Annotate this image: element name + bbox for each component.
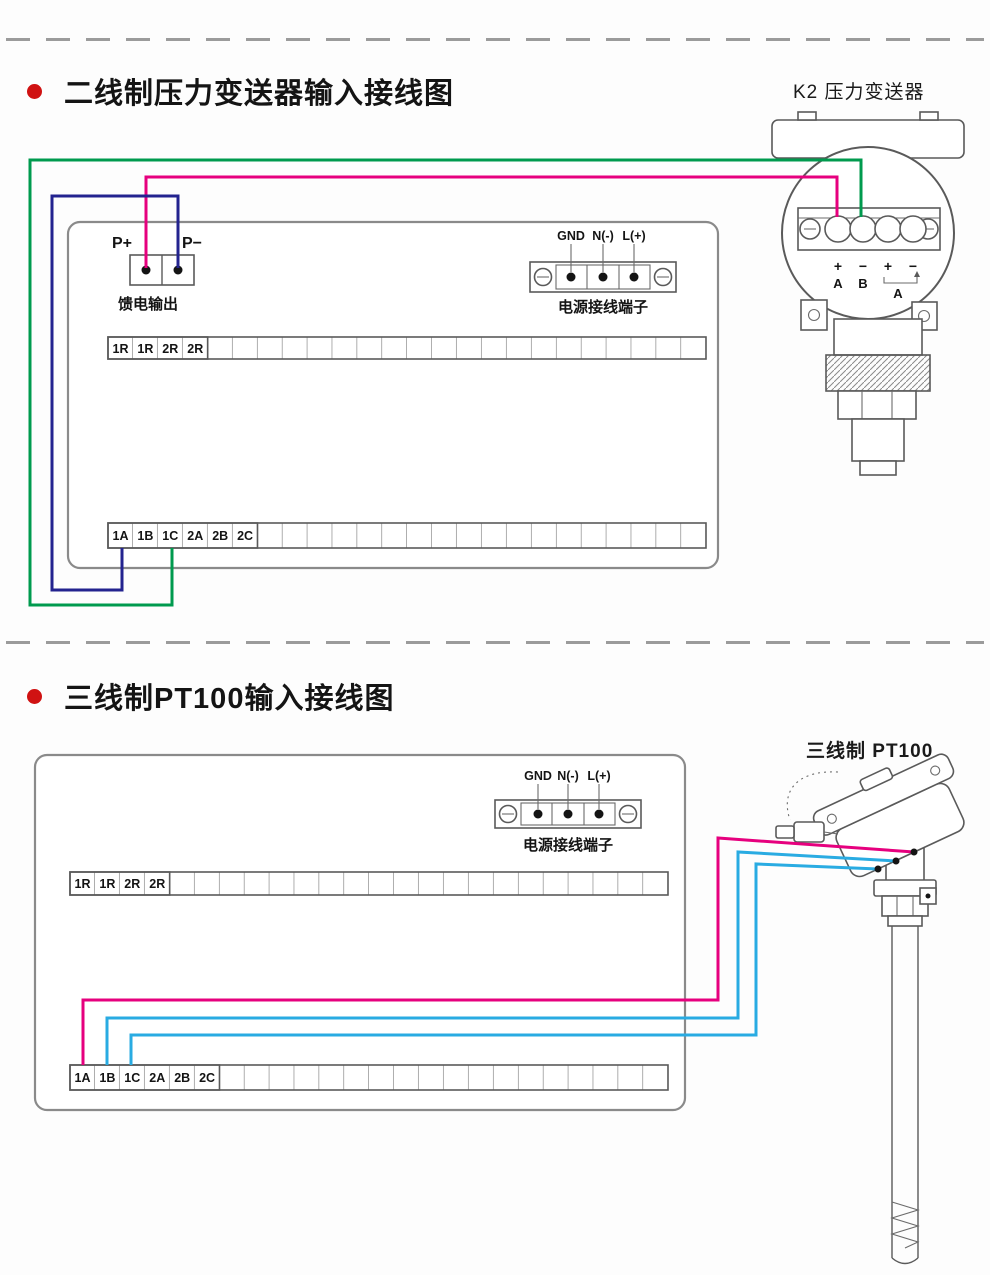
gnd-label: GND <box>557 229 585 243</box>
pt100-sensor <box>775 753 965 1265</box>
recorder-board <box>66 220 720 570</box>
dashed-separator-top <box>6 38 984 41</box>
strip-cell-label: 1R <box>99 877 115 891</box>
term-a2: A <box>893 286 903 301</box>
input-terminal-strip: 1A 1B 1C 2A 2B 2C <box>69 1064 669 1091</box>
relay-terminal-strip: 1R 1R 2R 2R <box>107 336 707 360</box>
term-minus2: − <box>909 258 917 274</box>
power-terminal-block: GND N(-) L(+) 电源接线端子 <box>529 229 677 316</box>
term-minus1: − <box>859 258 867 274</box>
head-terminal-dot <box>892 857 900 865</box>
section2-title: 三线制PT100输入接线图 <box>64 683 395 715</box>
n-label: N(-) <box>557 769 579 783</box>
feed-output-label: 馈电输出 <box>117 295 178 313</box>
head-terminal-dot <box>910 848 918 856</box>
p-minus-label: P− <box>182 235 202 252</box>
three-wire-pt100-diagram: GND N(-) L(+) 电源接线端子 1R 1R 2R <box>33 753 965 1265</box>
rtd-element <box>890 1201 920 1249</box>
wire-blue-b2 <box>129 862 879 1065</box>
n-label: N(-) <box>592 229 614 243</box>
input-terminal-strip: 1A 1B 1C 2A 2B 2C <box>107 522 707 549</box>
strip-cell-label: 2R <box>162 342 178 356</box>
l-label: L(+) <box>622 229 645 243</box>
term-a: A <box>833 276 843 291</box>
strip-cell-label: 1R <box>75 877 91 891</box>
section1-title: 二线制压力变送器输入接线图 <box>64 78 455 110</box>
strip-cell-label: 1A <box>75 1071 91 1085</box>
wire-navy-minus <box>50 194 180 592</box>
term-plus2: + <box>884 258 892 274</box>
strip-cell-label: 2A <box>149 1071 165 1085</box>
pt100-device-label: 三线制 PT100 <box>806 741 934 762</box>
strip-cell-label: 1C <box>124 1071 140 1085</box>
wire-green-output <box>28 158 863 607</box>
relay-terminal-strip: 1R 1R 2R 2R <box>69 871 669 896</box>
power-terminal-label: 电源接线端子 <box>558 298 648 316</box>
wire-magenta-a <box>81 836 915 1065</box>
bracket-arrow <box>914 271 920 277</box>
strip-cell-label: 2R <box>149 877 165 891</box>
red-bullet-icon <box>27 688 42 704</box>
section2-header: 三线制PT100输入接线图 <box>27 675 394 717</box>
recorder-board <box>33 753 687 1112</box>
gnd-label: GND <box>524 769 552 783</box>
strip-cell-label: 1A <box>113 529 129 543</box>
strip-cell-label: 2B <box>212 529 228 543</box>
strip-cell-label: 2C <box>237 529 253 543</box>
red-bullet-icon <box>27 83 42 99</box>
strip-cell-label: 1C <box>162 529 178 543</box>
strip-cell-label: 1R <box>137 342 153 356</box>
strip-cell-label: 2C <box>199 1071 215 1085</box>
strip-cell-label: 1B <box>99 1071 115 1085</box>
feed-output-terminal: P+ P− 馈电输出 <box>112 235 202 313</box>
transmitter-device-label: K2 压力变送器 <box>793 82 925 103</box>
bracket <box>883 277 918 284</box>
head-terminal-dot <box>874 865 882 873</box>
pressure-transmitter: + − + − A B A <box>771 111 965 476</box>
p-plus-label: P+ <box>112 235 132 252</box>
strip-cell-label: 1B <box>137 529 153 543</box>
strip-cell-label: 2R <box>187 342 203 356</box>
strip-cell-label: 1R <box>113 342 129 356</box>
l-label: L(+) <box>587 769 610 783</box>
process-connection <box>825 318 931 476</box>
wire-magenta-plus <box>144 175 839 268</box>
term-b: B <box>858 276 867 291</box>
power-terminal-block: GND N(-) L(+) 电源接线端子 <box>494 769 642 854</box>
dashed-separator-middle <box>6 641 984 644</box>
transmitter-mounts <box>800 299 938 331</box>
pt100-probe <box>890 926 920 1265</box>
two-wire-wiring-diagram: P+ P− 馈电输出 GND N(-) L(+) <box>28 111 965 607</box>
cable-gland <box>775 821 839 843</box>
section1-header: 二线制压力变送器输入接线图 <box>27 70 454 112</box>
power-terminal-label: 电源接线端子 <box>523 836 613 854</box>
transmitter-terminal-row <box>797 207 941 251</box>
strip-cell-label: 2R <box>124 877 140 891</box>
pt100-fitting <box>873 879 937 927</box>
wire-blue-b1 <box>105 850 897 1065</box>
strip-cell-label: 2A <box>187 529 203 543</box>
strip-cell-label: 2B <box>174 1071 190 1085</box>
term-plus1: + <box>834 258 842 274</box>
